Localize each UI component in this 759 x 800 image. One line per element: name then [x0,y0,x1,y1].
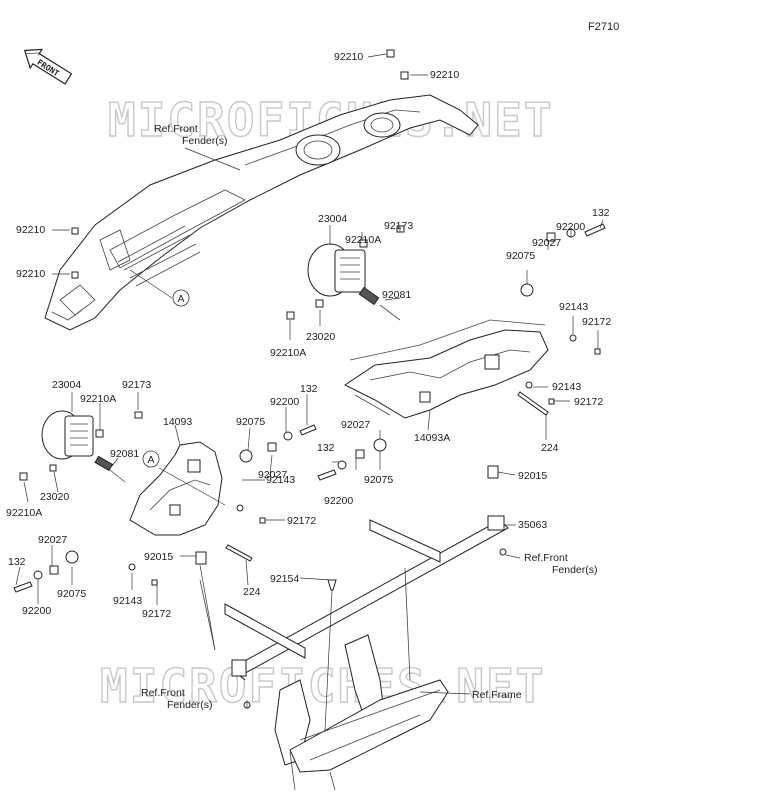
label-132-right: 132 [592,207,610,219]
label-23020-left: 23020 [40,491,69,503]
leader-lines [15,53,604,731]
left-headlight [41,410,126,483]
label-92143-left: 92143 [113,595,142,607]
label-132-mid: 132 [317,442,335,454]
label-ref-front-mid: Ref.Front [524,552,568,564]
label-fender-mid: Fender(s) [552,564,598,576]
label-92210-left1: 92210 [16,224,45,236]
label-92172-right2: 92172 [574,396,603,408]
fasteners [13,49,606,709]
label-ref-front-bottom: Ref.Front [141,687,185,699]
figure-id: F2710 [588,21,619,33]
right-headlight [307,243,401,321]
label-92081-left: 92081 [110,448,139,460]
label-23020-right: 23020 [306,331,335,343]
label-92200-midleft: 92200 [270,396,299,408]
label-92173-left: 92173 [122,379,151,391]
svg-text:A: A [148,454,155,466]
right-headlight-bracket [344,319,549,419]
label-14093a: 14093A [414,432,450,444]
label-92210a-right2: 92210A [270,347,306,359]
left-headlight-bracket [129,441,223,536]
label-ref-frame: Ref.Frame [472,689,522,701]
front-fender-assembly [44,94,479,331]
label-23004-left: 23004 [52,379,81,391]
part-labels: 92210 92210 Ref.Front Fender(s) 92210 92… [6,51,611,711]
label-92143-mid: 92143 [266,474,295,486]
label-92027-left: 92027 [38,534,67,546]
label-92154: 92154 [270,573,299,585]
label-92200-mid: 92200 [324,495,353,507]
label-92015-right: 92015 [518,470,547,482]
label-92172-mid: 92172 [287,515,316,527]
callout-a-upper: A [172,289,190,307]
label-92027-midleft: 92027 [258,469,287,481]
label-92172-right1: 92172 [582,316,611,328]
label-92200-right: 92200 [556,221,585,233]
label-23004-right: 23004 [318,213,347,225]
label-92027-mid: 92027 [341,419,370,431]
label-92075-midleft: 92075 [236,416,265,428]
label-92210-top2: 92210 [430,69,459,81]
lower-frame-assembly [199,515,509,791]
label-92210-top: 92210 [334,51,363,63]
label-92075-right: 92075 [506,250,535,262]
label-224-left: 224 [243,586,261,598]
label-132-left: 132 [8,556,26,568]
label-92075-mid: 92075 [364,474,393,486]
label-35063: 35063 [518,519,547,531]
label-92015-left: 92015 [144,551,173,563]
label-fender-bottom: Fender(s) [167,699,213,711]
label-92200-left: 92200 [22,605,51,617]
label-92143-right2: 92143 [552,381,581,393]
label-224-right: 224 [541,442,559,454]
svg-text:A: A [178,293,185,305]
label-92075-left: 92075 [57,588,86,600]
label-92210a-right1: 92210A [345,234,381,246]
label-92143-right1: 92143 [559,301,588,313]
label-fender-top: Fender(s) [182,135,228,147]
label-92210a-left2: 92210A [6,507,42,519]
label-14093: 14093 [163,416,192,428]
label-92172-left: 92172 [142,608,171,620]
front-arrow-icon: FRONT [23,48,73,85]
label-92173-right: 92173 [384,220,413,232]
watermark-bottom: MICROFICHES.NET [100,659,545,713]
label-92027-right: 92027 [532,237,561,249]
label-ref-front-top: Ref.Front [154,123,198,135]
label-92210a-left1: 92210A [80,393,116,405]
label-92081-right: 92081 [382,289,411,301]
callout-a-lower: A [142,450,160,468]
label-132-midleft: 132 [300,383,318,395]
label-92210-left2: 92210 [16,268,45,280]
